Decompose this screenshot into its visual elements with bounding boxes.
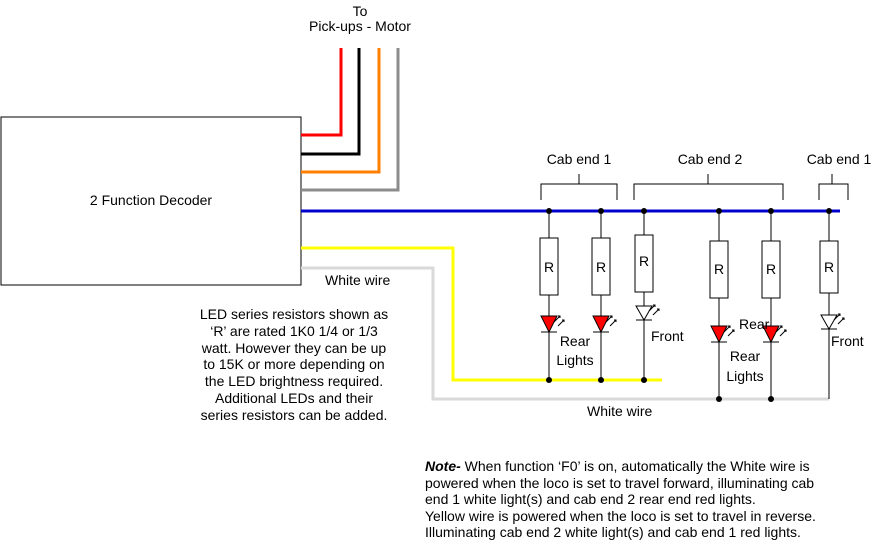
resistor-label-6: R bbox=[824, 259, 834, 275]
white-wire-label-bottom: White wire bbox=[587, 403, 653, 419]
resistor-label-1: R bbox=[544, 259, 554, 275]
note-prefix: Note- bbox=[425, 458, 461, 474]
note-line: powered when the loco is set to travel f… bbox=[425, 474, 815, 491]
resistor-note-line: Additional LEDs and their bbox=[215, 389, 373, 406]
branch-3 bbox=[634, 208, 660, 383]
led-label-front-2: Front bbox=[831, 333, 864, 349]
resistor-label-2: R bbox=[596, 259, 606, 275]
resistor-note-line: series resistors can be added. bbox=[200, 406, 388, 423]
group-label-cab-end-2: Cab end 2 bbox=[678, 151, 743, 167]
red-led-3 bbox=[710, 325, 728, 344]
note-line: When function ‘F0’ is on, automatically … bbox=[460, 458, 810, 474]
branch-6 bbox=[819, 208, 845, 399]
white-wire bbox=[301, 266, 829, 401]
white-wire-label-top: White wire bbox=[325, 272, 391, 288]
resistor-note-line: LED series resistors shown as bbox=[199, 306, 389, 322]
black-wire bbox=[301, 48, 361, 156]
red-led-2 bbox=[592, 315, 610, 334]
led-label-rear-1a: Rear bbox=[560, 333, 591, 349]
operation-note: Note- When function ‘F0’ is on, automati… bbox=[425, 458, 875, 541]
resistor-label-4: R bbox=[714, 261, 724, 277]
resistor-label-3: R bbox=[639, 253, 649, 269]
header-to: To bbox=[353, 3, 368, 19]
note-line: Illuminating cab end 2 white light(s) an… bbox=[425, 524, 801, 540]
red-led-4 bbox=[762, 325, 780, 344]
led-label-front-1: Front bbox=[651, 328, 684, 344]
white-led-2 bbox=[820, 314, 838, 331]
resistor-note-line: watt. However they can be up bbox=[201, 339, 387, 356]
resistor-note-line: ‘R’ are rated 1K0 1/4 or 1/3 bbox=[210, 322, 378, 339]
branch-4 bbox=[709, 208, 735, 402]
group-label-cab-end-1-right: Cab end 1 bbox=[807, 151, 872, 167]
group-label-cab-end-1-left: Cab end 1 bbox=[547, 151, 612, 167]
branch-5 bbox=[761, 208, 787, 402]
decoder-box bbox=[0, 116, 302, 286]
gray-wire bbox=[301, 48, 400, 192]
led-label-rear-2a: Rear bbox=[730, 348, 761, 364]
header-pickups-motor: Pick-ups - Motor bbox=[309, 18, 411, 34]
led-label-rear-2b: Lights bbox=[726, 368, 763, 384]
decoder-label: 2 Function Decoder bbox=[90, 192, 213, 208]
led-label-rear-1b: Lights bbox=[556, 352, 593, 368]
note-line: Yellow wire is powered when the loco is … bbox=[425, 507, 816, 524]
bracket-cab-end-2 bbox=[633, 174, 784, 200]
orange-wire bbox=[301, 48, 381, 174]
note-line: end 1 white light(s) and cab end 2 rear … bbox=[425, 491, 756, 507]
yellow-wire bbox=[301, 246, 662, 382]
resistor-note-line: the LED brightness required. bbox=[204, 373, 384, 390]
bracket-cab-end-1-left bbox=[540, 174, 618, 200]
resistor-label-5: R bbox=[766, 261, 776, 277]
branch-2 bbox=[591, 208, 617, 383]
resistor-note-line: to 15K or more depending on bbox=[203, 356, 385, 373]
bracket-cab-end-1-right bbox=[818, 174, 849, 200]
branch-1 bbox=[539, 208, 565, 383]
led-label-rear-top: Rear bbox=[739, 316, 770, 332]
white-led-1 bbox=[635, 305, 653, 322]
red-led-1 bbox=[540, 315, 558, 334]
red-wire bbox=[301, 48, 343, 137]
resistor-note: LED series resistors shown as ‘R’ are ra… bbox=[178, 306, 410, 424]
